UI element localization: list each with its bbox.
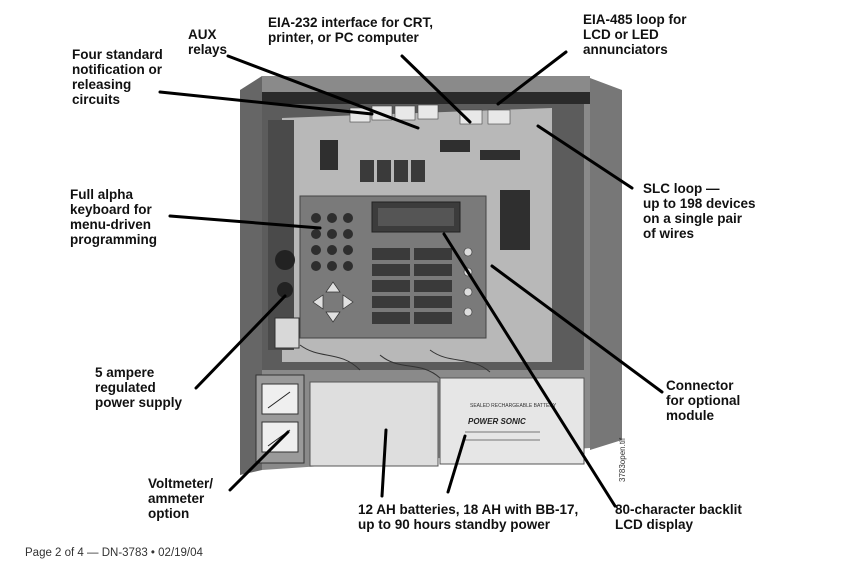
function-buttons: [372, 248, 452, 324]
leader-lcd: [442, 232, 617, 508]
label-keyboard: Full alpha keyboard for menu-driven prog…: [70, 187, 158, 247]
arrow-keys: [312, 281, 354, 323]
label-voltmeter: Voltmeter/ ammeter option: [148, 476, 214, 521]
leader-keyboard: [168, 214, 322, 230]
label-aux-relays: AUX relays: [188, 27, 228, 57]
keypad-keys: [311, 213, 353, 271]
leader-power: [194, 294, 287, 390]
label-power-supply: 5 ampere regulated power supply: [95, 365, 183, 410]
label-connector: Connector for optional module: [666, 378, 741, 423]
label-slc-loop: SLC loop — up to 198 devices on a single…: [643, 181, 756, 241]
leader-aux: [226, 54, 420, 130]
leader-notification: [158, 90, 374, 116]
label-eia232: EIA-232 interface for CRT, printer, or P…: [268, 15, 434, 45]
leader-eia485: [496, 50, 568, 106]
leader-batteries: [380, 428, 388, 498]
leader-connector: [490, 264, 664, 394]
battery-brand: POWER SONIC: [468, 417, 526, 426]
terminal-blocks: [349, 104, 511, 125]
page-footer: Page 2 of 4 — DN-3783 • 02/19/04: [25, 547, 203, 559]
label-lcd-display: 80-character backlit LCD display: [615, 502, 742, 532]
leader-batteries-2: [446, 434, 467, 494]
leader-slc: [536, 124, 634, 190]
aux-relays: [360, 160, 425, 182]
battery-left: [309, 381, 439, 467]
battery-header: SEALED RECHARGEABLE BATTERY: [470, 403, 557, 409]
label-eia485: EIA-485 loop for LCD or LED annunciators: [583, 12, 687, 57]
leader-eia232: [400, 54, 472, 124]
label-batteries: 12 AH batteries, 18 AH with BB-17, up to…: [358, 502, 579, 532]
leader-voltmeter: [228, 430, 290, 492]
label-notification-circuits: Four standard notification or releasing …: [72, 47, 163, 107]
